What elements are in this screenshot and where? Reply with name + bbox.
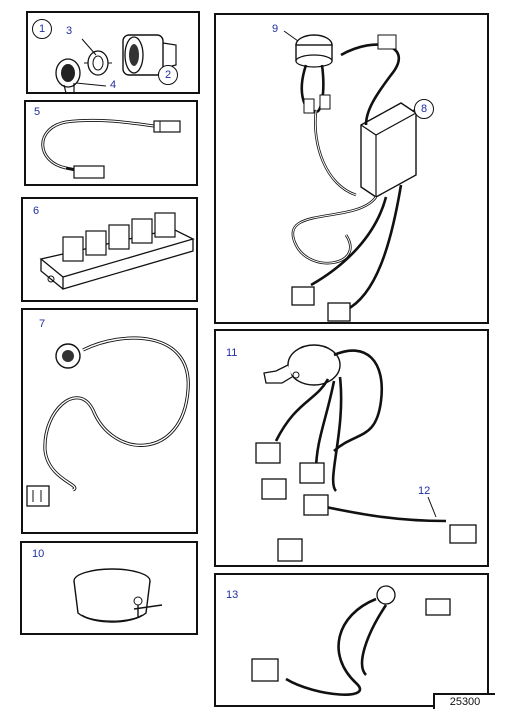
callout-8: 8 <box>414 99 434 119</box>
callout-11: 11 <box>226 347 238 359</box>
panel-extension-cable: 5 <box>24 100 198 186</box>
callout-10: 10 <box>32 548 45 560</box>
sender-drawing <box>73 568 163 623</box>
callout-7: 7 <box>39 318 46 330</box>
callout-5: 5 <box>34 106 41 118</box>
looped-harness-drawing <box>26 336 190 507</box>
callout-9: 9 <box>272 23 279 35</box>
connector-block-drawing <box>39 212 195 290</box>
reference-number: 25300 <box>433 693 495 709</box>
control-unit-drawing <box>283 30 417 322</box>
panel-adapter-harness: 13 <box>214 573 489 707</box>
panel-sender: 10 <box>20 541 198 635</box>
callout-6: 6 <box>33 205 40 217</box>
panel-socket-parts: 1 3 4 2 <box>26 11 200 94</box>
callout-4: 4 <box>110 79 117 91</box>
panel-looped-harness: 7 <box>21 308 198 534</box>
callout-12: 12 <box>418 485 431 497</box>
gauge-harness-drawing <box>255 344 477 562</box>
panel-control-unit: 9 8 <box>214 13 489 324</box>
panel-connector-block: 6 <box>21 197 198 302</box>
callout-3: 3 <box>66 25 73 37</box>
adapter-harness-drawing <box>251 585 451 696</box>
extension-cable-drawing <box>41 118 181 179</box>
callout-1: 1 <box>32 19 52 39</box>
callout-2: 2 <box>158 65 178 85</box>
callout-13: 13 <box>226 589 239 601</box>
panel-gauge-harness: 11 12 <box>214 329 489 567</box>
